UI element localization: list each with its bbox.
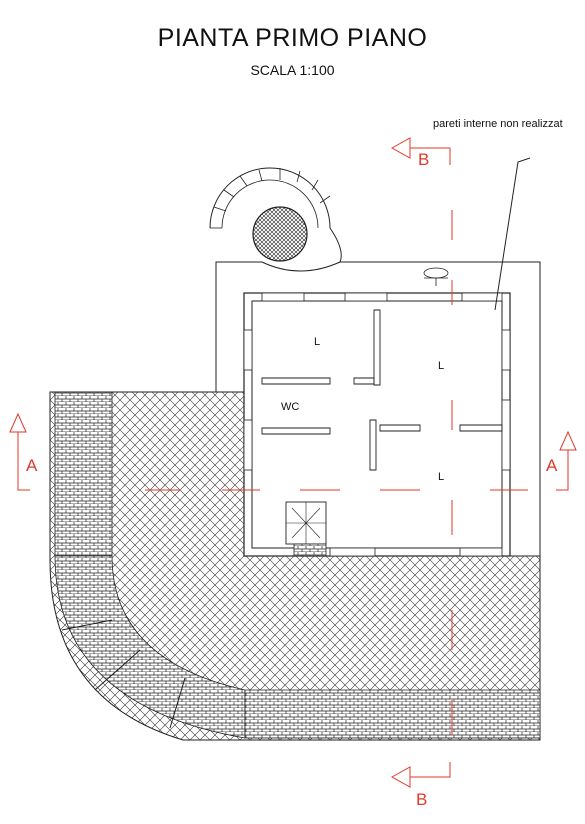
annotation-note: pareti interne non realizzat bbox=[433, 118, 563, 130]
spiral-staircase bbox=[209, 167, 342, 263]
plan-scale: SCALA 1:100 bbox=[250, 62, 335, 78]
section-arrow-a-right bbox=[556, 430, 577, 491]
house-walls bbox=[243, 292, 511, 557]
section-arrow-b-bottom bbox=[390, 762, 451, 788]
chimney-symbol bbox=[423, 267, 449, 286]
section-arrow-b-top bbox=[390, 137, 451, 165]
section-label-a-left: A bbox=[26, 456, 38, 475]
room-label-l1: L bbox=[314, 336, 321, 348]
section-label-b-top: B bbox=[418, 150, 430, 169]
section-lines bbox=[145, 210, 528, 735]
note-leader bbox=[494, 157, 531, 311]
upper-outline bbox=[215, 261, 541, 556]
terrace-area bbox=[49, 391, 541, 741]
section-arrow-a-left bbox=[9, 412, 30, 491]
room-label-wc: WC bbox=[281, 401, 300, 413]
room-label-l2: L bbox=[438, 360, 445, 372]
section-label-a-right: A bbox=[546, 456, 558, 475]
room-label-l3: L bbox=[438, 471, 445, 483]
section-label-b-bottom: B bbox=[416, 790, 428, 809]
plan-title: PIANTA PRIMO PIANO bbox=[157, 24, 428, 52]
